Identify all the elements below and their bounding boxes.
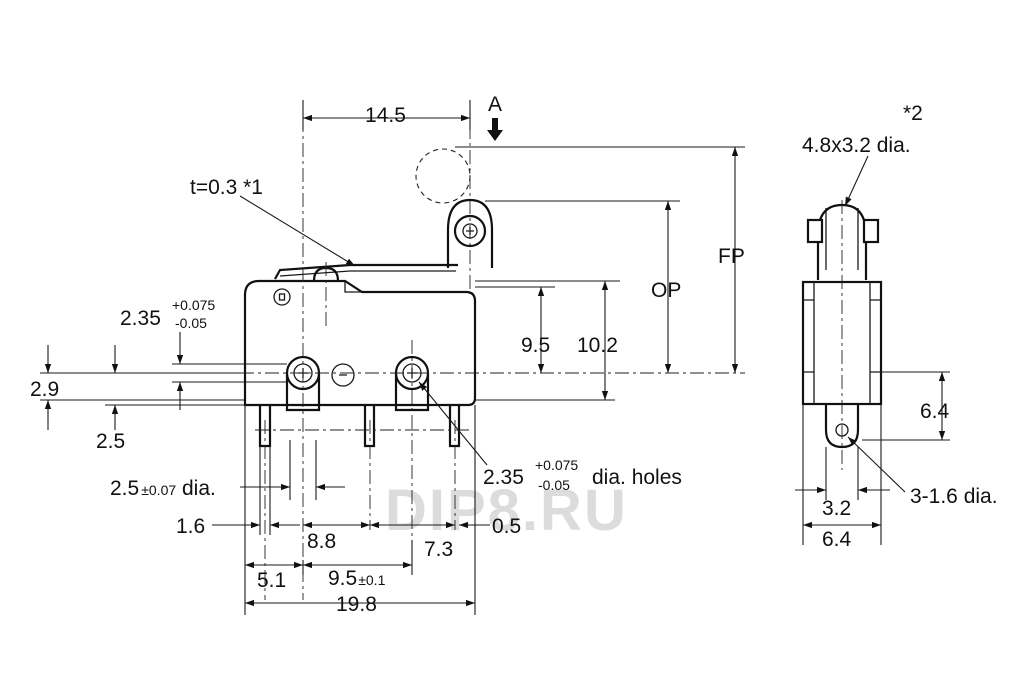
side-roller-left — [806, 218, 824, 244]
hole-tol-plus-right: +0.075 — [535, 457, 578, 473]
holes-unit-label: dia. holes — [592, 466, 682, 489]
hole-tol-minus-right: -0.05 — [538, 477, 570, 493]
dim-5-1: 5.1 — [257, 569, 286, 592]
fp-label: FP — [718, 245, 745, 268]
dimensions: 14.5 A t=0.3 *1 FP OP 9.5 10.2 2.35 +0.0… — [30, 93, 745, 616]
note-2: *2 — [903, 102, 923, 125]
dim-2-9: 2.9 — [30, 378, 59, 401]
lever — [274, 263, 458, 280]
dim-0-5: 0.5 — [492, 515, 521, 538]
dim-14-5: 14.5 — [365, 104, 406, 127]
side-terminal — [824, 404, 860, 449]
dim-6-4-horizontal: 6.4 — [822, 528, 852, 551]
dim-7-3: 7.3 — [424, 538, 453, 561]
dim-19-8: 19.8 — [336, 593, 377, 616]
hole-tol-minus-left: -0.05 — [175, 315, 207, 331]
watermark: DIP8.RU — [385, 478, 628, 543]
op-label: OP — [651, 279, 681, 302]
lever-thickness-label: t=0.3 *1 — [190, 176, 263, 199]
direction-label: A — [488, 93, 502, 116]
dim-1-6: 1.6 — [176, 515, 205, 538]
dim-8-8: 8.8 — [307, 530, 336, 553]
dim-6-4-vertical: 6.4 — [920, 400, 950, 423]
hole-tol-plus-left: +0.075 — [172, 297, 215, 313]
free-position-roller — [415, 148, 471, 204]
hole-dia-right-label: 2.35 — [483, 466, 524, 489]
roller-dia-label: 4.8x3.2 dia. — [802, 134, 911, 157]
side-roller-right — [862, 218, 880, 244]
terminal-holes-label: 3-1.6 dia. — [910, 485, 998, 508]
dim-9-5-tol: 9.5±0.1 — [328, 567, 386, 590]
front-view — [240, 100, 745, 600]
pin-dia-label: 2.5±0.07 dia. — [110, 477, 216, 500]
terminal-no — [363, 405, 376, 448]
actuation-arrow-icon — [487, 118, 503, 141]
terminal-nc — [448, 405, 461, 448]
body-marking-icon — [273, 288, 291, 306]
side-view: *2 4.8x3.2 dia. 6.4 3-1.6 dia. 3.2 6.4 — [795, 102, 998, 551]
hole-dia-left-label: 2.35 — [120, 307, 161, 330]
dim-3-2: 3.2 — [822, 497, 851, 520]
center-pin — [331, 363, 355, 387]
dim-9-5: 9.5 — [521, 334, 550, 357]
dim-10-2: 10.2 — [577, 334, 618, 357]
dim-2-5: 2.5 — [96, 430, 125, 453]
